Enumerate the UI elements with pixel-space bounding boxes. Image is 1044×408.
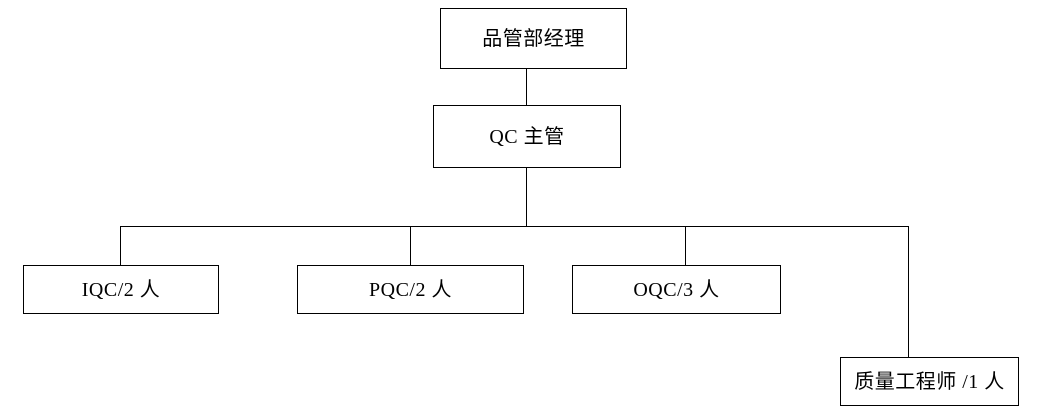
org-node-oqc[interactable]: OQC/3 人 bbox=[572, 265, 781, 314]
org-node-quality-engineer-label: 质量工程师 /1 人 bbox=[854, 370, 1005, 393]
org-node-pqc-label: PQC/2 人 bbox=[369, 278, 452, 301]
connector-bus-to-pqc bbox=[410, 226, 411, 265]
org-node-pqc[interactable]: PQC/2 人 bbox=[297, 265, 524, 314]
org-node-oqc-label: OQC/3 人 bbox=[633, 278, 720, 301]
connector-bus-to-quality-engineer bbox=[908, 226, 909, 357]
connector-bus-to-iqc bbox=[120, 226, 121, 265]
connector-horizontal-bus bbox=[120, 226, 909, 227]
connector-qc-supervisor-to-bus bbox=[526, 168, 527, 226]
org-node-qc-supervisor[interactable]: QC 主管 bbox=[433, 105, 621, 168]
org-node-quality-engineer[interactable]: 质量工程师 /1 人 bbox=[840, 357, 1019, 406]
connector-manager-to-qc-supervisor bbox=[526, 69, 527, 105]
org-node-iqc[interactable]: IQC/2 人 bbox=[23, 265, 219, 314]
org-node-manager[interactable]: 品管部经理 bbox=[440, 8, 627, 69]
org-node-manager-label: 品管部经理 bbox=[482, 27, 585, 50]
connector-bus-to-oqc bbox=[685, 226, 686, 265]
org-node-iqc-label: IQC/2 人 bbox=[81, 278, 161, 301]
org-node-qc-supervisor-label: QC 主管 bbox=[489, 125, 565, 148]
